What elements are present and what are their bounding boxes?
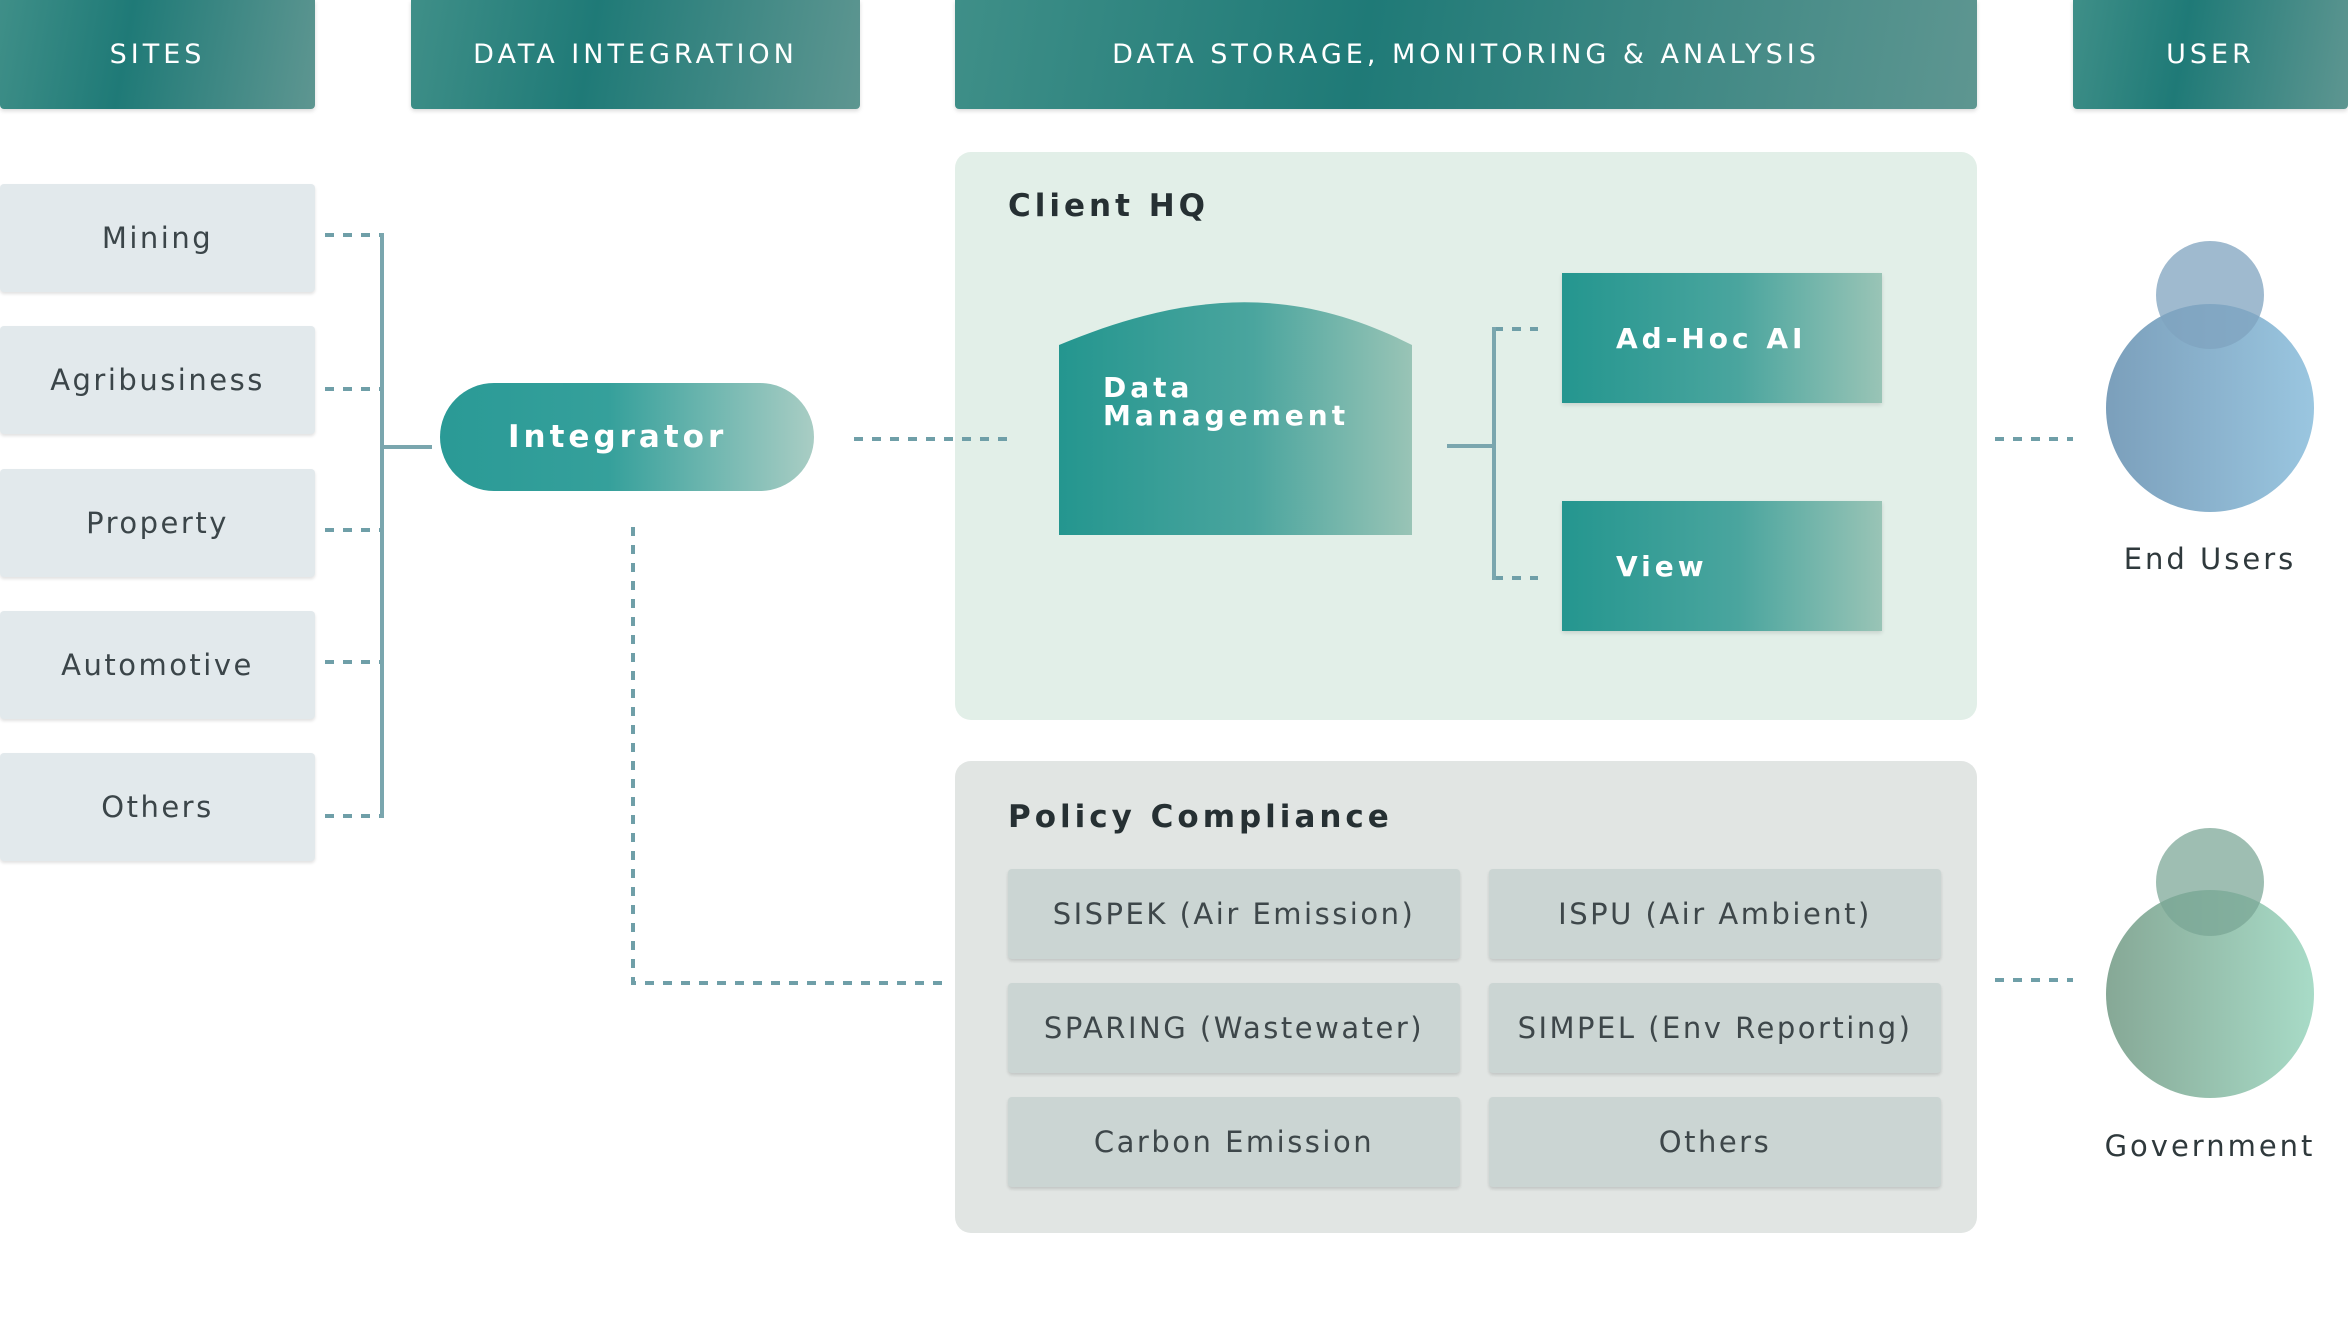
- end-users-label: End Users: [2123, 542, 2297, 576]
- policy-item-sispek: SISPEK (Air Emission): [1008, 869, 1460, 959]
- adhoc-ai-box: Ad-Hoc AI: [1562, 273, 1882, 403]
- header-data-storage: DATA STORAGE, MONITORING & ANALYSIS: [955, 0, 1977, 109]
- header-sites: SITES: [0, 0, 315, 109]
- government-label: Government: [2104, 1129, 2316, 1163]
- policy-item-carbon-emission: Carbon Emission: [1008, 1097, 1460, 1187]
- header-user: USER: [2073, 0, 2348, 109]
- government-icon: [2106, 828, 2314, 1098]
- end-users-icon: [2106, 241, 2314, 512]
- site-agribusiness: Agribusiness: [0, 326, 315, 434]
- view-box: View: [1562, 501, 1882, 631]
- header-data-integration: DATA INTEGRATION: [411, 0, 860, 109]
- policy-item-simpel: SIMPEL (Env Reporting): [1489, 983, 1941, 1073]
- site-automotive: Automotive: [0, 611, 315, 719]
- site-mining: Mining: [0, 184, 315, 292]
- site-others: Others: [0, 753, 315, 861]
- integrator-pill: Integrator: [440, 383, 814, 491]
- client-hq-title: Client HQ: [1008, 188, 1210, 224]
- policy-item-sparing: SPARING (Wastewater): [1008, 983, 1460, 1073]
- policy-item-ispu: ISPU (Air Ambient): [1489, 869, 1941, 959]
- data-management-label-line1: Data: [1103, 371, 1194, 404]
- policy-compliance-title: Policy Compliance: [1008, 799, 1393, 835]
- connector-integrator-policy: [631, 527, 946, 985]
- policy-item-others: Others: [1489, 1097, 1941, 1187]
- data-management-shape: [1059, 302, 1412, 535]
- site-property: Property: [0, 469, 315, 577]
- data-management-label: Data Management: [1103, 374, 1349, 430]
- data-management-label-line2: Management: [1103, 399, 1350, 432]
